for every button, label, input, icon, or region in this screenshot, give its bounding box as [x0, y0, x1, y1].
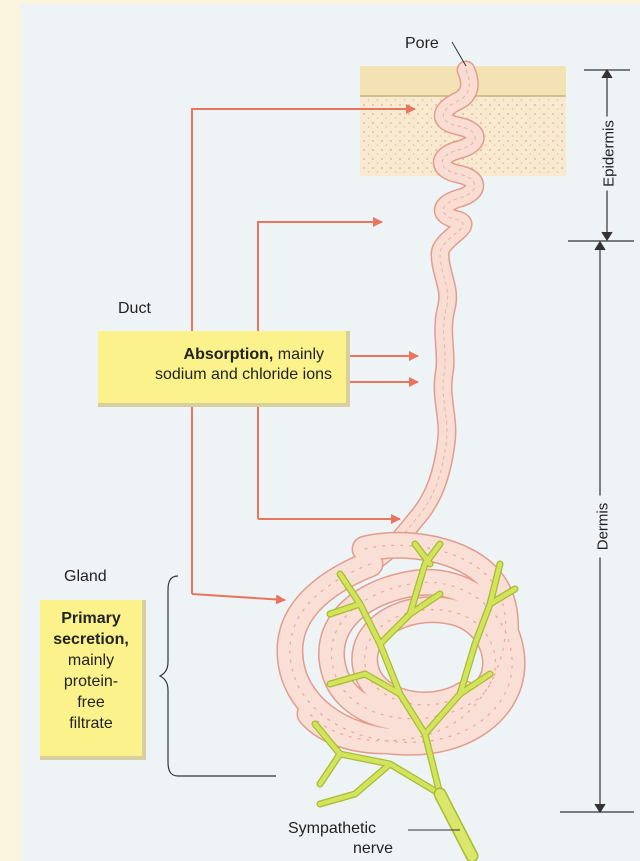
absorption-text-1: mainly: [273, 346, 324, 363]
absorption-text-2: sodium and chloride ions: [98, 365, 346, 385]
nerve-label-line2: nerve: [353, 840, 393, 858]
secretion-text-5: free: [40, 692, 142, 713]
absorption-heading: Absorption,: [184, 346, 274, 363]
gland-label: Gland: [64, 568, 107, 586]
secretion-heading-1: Primary: [40, 608, 142, 629]
layer-scale: [560, 70, 634, 812]
pore-leader: [452, 42, 466, 66]
secretion-text-3: mainly: [40, 650, 142, 671]
dermis-label: Dermis: [595, 496, 612, 558]
secretion-text-6: filtrate: [40, 713, 142, 734]
secretion-text-4: protein-: [40, 671, 142, 692]
gland-bracket: [160, 576, 276, 776]
pore-label: Pore: [405, 35, 439, 53]
arrow-to-gland: [192, 594, 285, 600]
figure-panel: Pore Duct Gland Sympathetic nerve Epider…: [20, 4, 640, 861]
epidermis-label: Epidermis: [601, 117, 618, 191]
duct-label: Duct: [118, 300, 151, 318]
secretion-label-box: Primary secretion, mainly protein- free …: [40, 600, 146, 760]
absorption-label-box: Absorption, mainly sodium and chloride i…: [98, 331, 350, 407]
secretion-heading-2: secretion,: [40, 629, 142, 650]
nerve-label-line1: Sympathetic: [288, 820, 376, 838]
